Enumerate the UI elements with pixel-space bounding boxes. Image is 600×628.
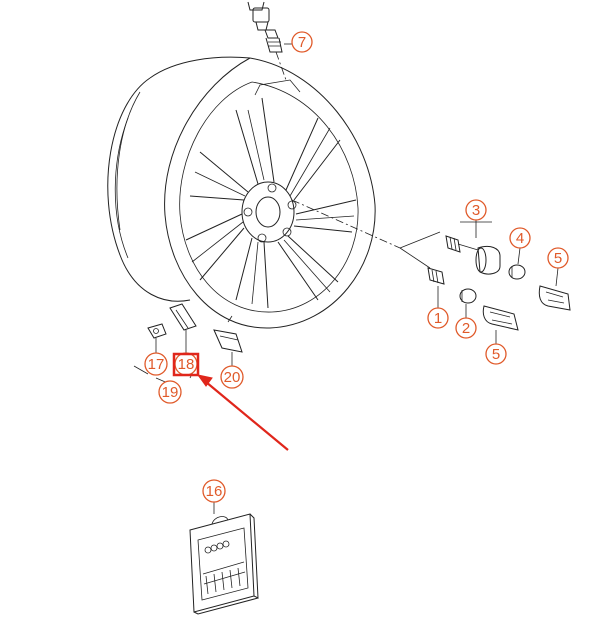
- svg-text:20: 20: [224, 369, 241, 386]
- svg-text:16: 16: [206, 483, 223, 500]
- svg-text:4: 4: [516, 230, 524, 247]
- valve-parts-group: [399, 220, 571, 344]
- svg-text:7: 7: [298, 34, 306, 51]
- callout-3: 3: [465, 199, 487, 221]
- callout-2: 2: [455, 317, 477, 339]
- callout-20: 20: [220, 365, 244, 389]
- callout-17: 17: [144, 352, 168, 376]
- highlight-arrow: [196, 374, 289, 451]
- svg-text:2: 2: [462, 320, 470, 337]
- callout-5-right: 5: [547, 247, 569, 269]
- callout-7: 7: [291, 31, 313, 53]
- svg-text:5: 5: [554, 250, 562, 267]
- svg-text:3: 3: [472, 202, 480, 219]
- svg-text:18: 18: [178, 356, 195, 373]
- valve-stem-top: [247, 1, 292, 81]
- callout-4: 4: [509, 227, 531, 249]
- wheel-rim: [107, 56, 376, 329]
- svg-text:1: 1: [434, 310, 442, 327]
- svg-text:5: 5: [492, 346, 500, 363]
- callout-16: 16: [202, 479, 226, 503]
- svg-text:17: 17: [148, 356, 165, 373]
- callout-18: 18: [172, 352, 200, 377]
- callout-19: 19: [158, 380, 182, 404]
- highlight-box-18: [172, 352, 200, 377]
- callout-1: 1: [427, 307, 449, 329]
- assembly-axis-line: [291, 199, 401, 249]
- repair-kit-package: [189, 502, 259, 615]
- svg-text:19: 19: [162, 384, 179, 401]
- callout-5-lower: 5: [485, 343, 507, 365]
